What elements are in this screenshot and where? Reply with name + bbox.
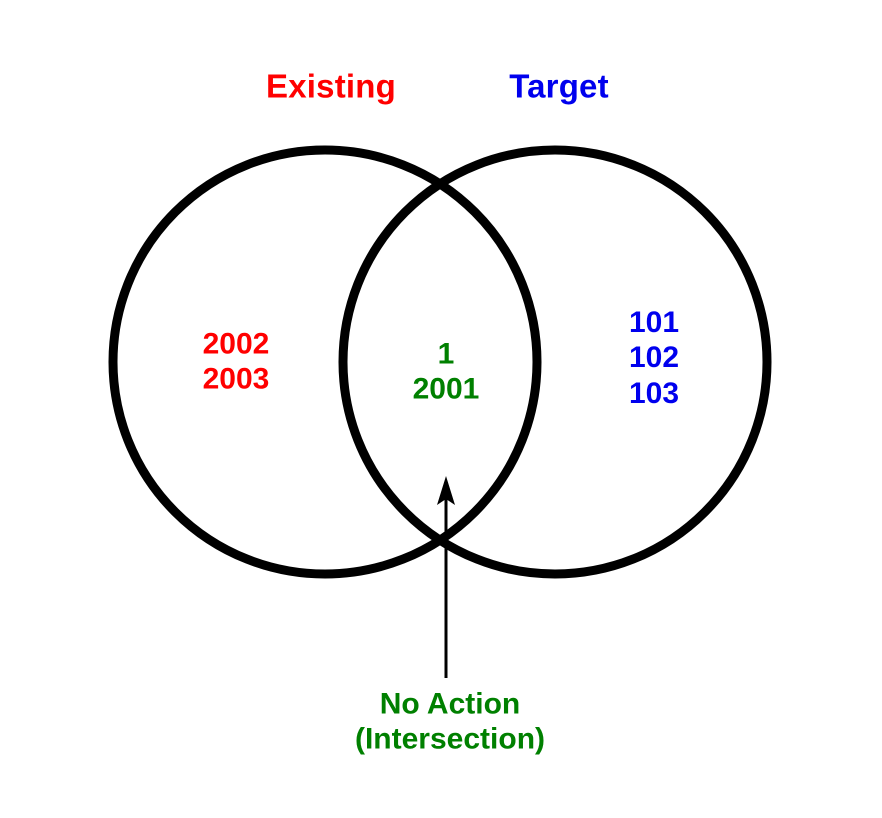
right-set-title: Target [509, 67, 609, 105]
right-only-members: 101 102 103 [629, 305, 679, 411]
intersection-member-item: 2001 [412, 373, 480, 406]
left-member-item: 2003 [202, 363, 270, 396]
right-circle-target [338, 145, 772, 579]
right-member-item: 103 [628, 376, 680, 410]
right-member-item: 101 [628, 305, 680, 339]
intersection-members: 1 2001 [413, 337, 480, 408]
left-set-title: Existing [266, 67, 396, 105]
intersection-member-item: 1 [437, 337, 455, 371]
callout-arrow-head [437, 476, 455, 505]
intersection-annotation: No Action (Intersection) [355, 687, 545, 758]
left-only-members: 2002 2003 [203, 327, 270, 398]
left-member-item: 2002 [202, 327, 270, 361]
annotation-line-secondary: (Intersection) [354, 723, 546, 756]
left-circle-existing [108, 145, 542, 579]
annotation-line-primary: No Action [379, 687, 521, 721]
right-member-item: 102 [628, 341, 680, 375]
